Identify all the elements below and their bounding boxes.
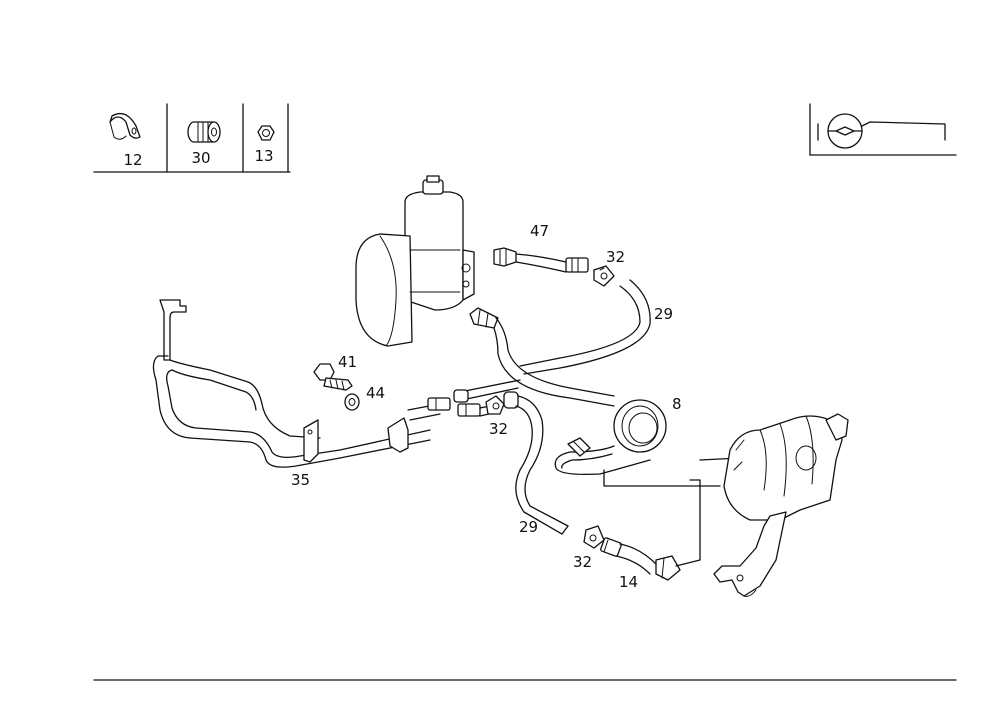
callout-47: 47 [530, 222, 549, 240]
callout-29-lower: 29 [519, 518, 538, 536]
legend-number: 13 [254, 147, 273, 165]
callout-32-middle: 32 [489, 420, 508, 438]
washer-44 [344, 393, 360, 411]
clamp-icon [109, 112, 141, 140]
rubber-grommet-icon [187, 121, 221, 143]
hex-nut-icon [257, 125, 275, 141]
callout-32-lower: 32 [573, 553, 592, 571]
line-35 [152, 299, 521, 468]
bolt-41 [313, 363, 353, 391]
return-hose-29-lower [503, 391, 569, 535]
parts-legend-table: 12 30 13 [93, 103, 291, 173]
callout-41: 41 [338, 353, 357, 371]
legend-cell-clamp: 12 [109, 112, 143, 169]
legend-number: 30 [191, 149, 210, 167]
callout-35: 35 [291, 471, 310, 489]
fitting-32-middle [485, 395, 505, 415]
steering-wheel-icon [817, 113, 946, 149]
callout-32-top: 32 [606, 248, 625, 266]
callout-44: 44 [366, 384, 385, 402]
orientation-indicator [809, 103, 957, 156]
fitting-32-lower [583, 525, 605, 549]
callout-labels: 47 32 29 8 41 44 32 35 29 32 14 [291, 222, 682, 591]
legend-cell-grommet: 30 [187, 121, 221, 167]
steering-pump [355, 175, 475, 347]
callout-14: 14 [619, 573, 638, 591]
return-hose-29-upper [519, 279, 651, 375]
legend-cell-nut: 13 [254, 125, 275, 165]
steering-gear [603, 413, 849, 597]
pipe-14 [600, 479, 701, 581]
pressure-hose-47 [493, 247, 615, 287]
leader-lines [599, 267, 605, 271]
callout-29-upper: 29 [654, 305, 673, 323]
hose-8-coil [469, 307, 667, 476]
callout-8: 8 [672, 395, 682, 413]
legend-number: 12 [123, 151, 142, 169]
